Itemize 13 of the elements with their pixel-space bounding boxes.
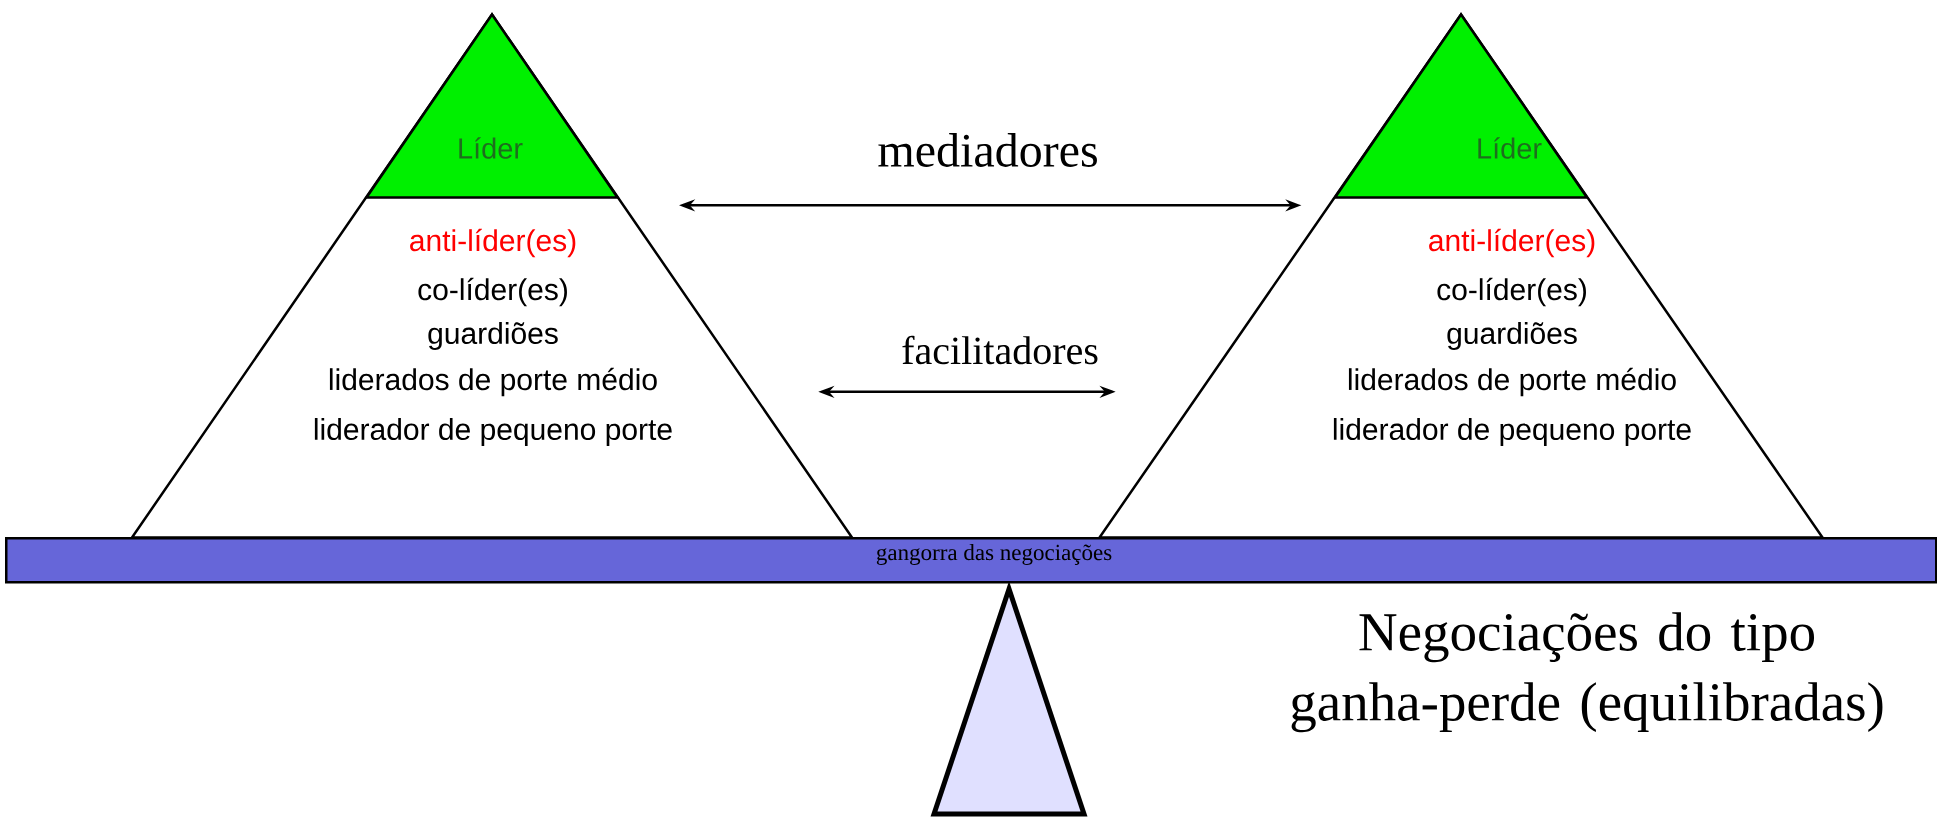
edge-label: facilitadores [902, 335, 1098, 365]
pyramid-level-text: anti-líder(es) [1429, 228, 1595, 258]
pyramid-level-text: anti-líder(es) [410, 228, 576, 258]
pyramid-level-text: guardiões [1447, 322, 1577, 350]
pyramid-level-text: liderador de pequeno porte [314, 418, 672, 446]
pyramid-level-text: liderados de porte médio [1348, 367, 1676, 397]
edge-label: mediadores [878, 133, 1097, 167]
seesaw-bar: gangorra das negociações [5, 537, 1937, 584]
pyramid-level-text: guardiões [428, 322, 558, 350]
pyramid-level-text: liderador de pequeno porte [1333, 418, 1691, 446]
pyramid-level-text: co-líder(es) [418, 277, 567, 307]
pyramid-level-text: co-líder(es) [1437, 277, 1586, 307]
pyramid-level-text: liderados de porte médio [329, 367, 657, 397]
